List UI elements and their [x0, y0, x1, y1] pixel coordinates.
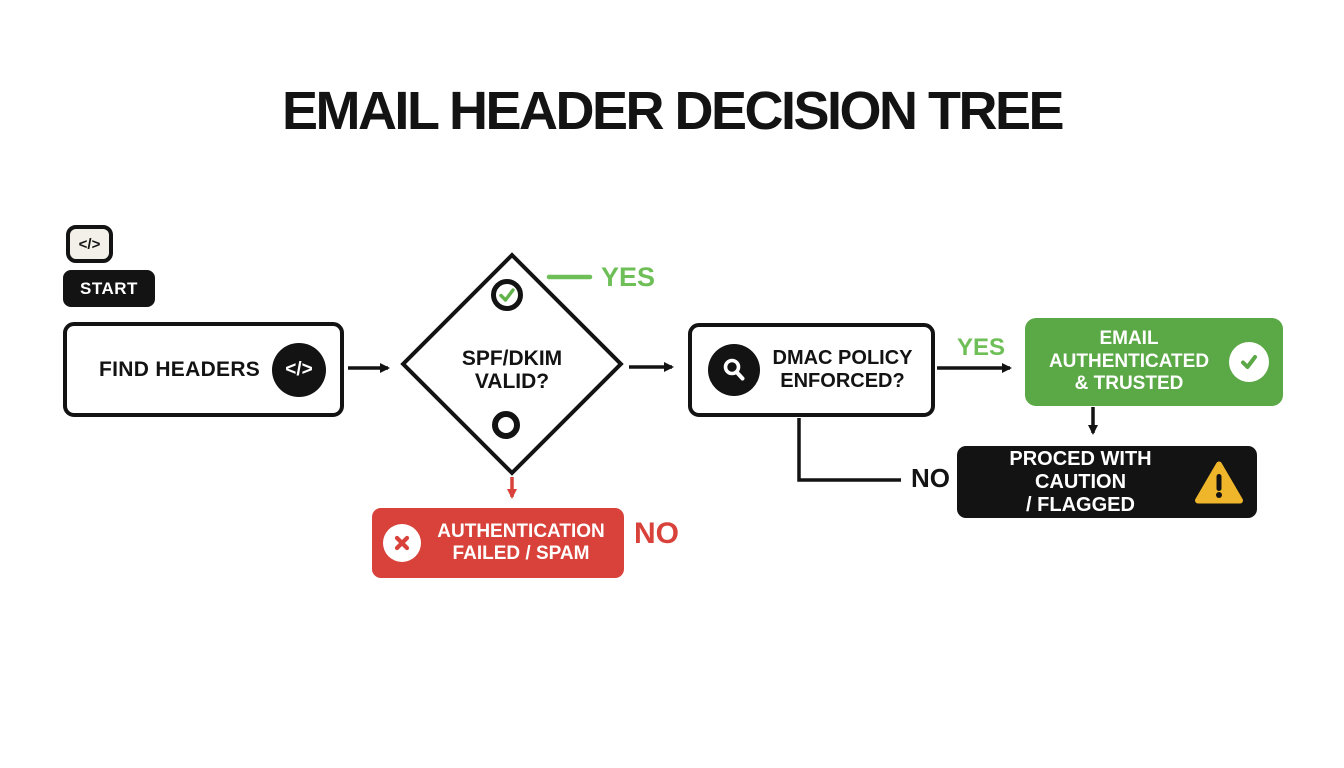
node-dmac-policy: DMAC POLICY ENFORCED?: [688, 323, 935, 417]
no-label-spf: NO: [634, 517, 679, 550]
search-icon: [723, 358, 745, 381]
node-failed: AUTHENTICATION FAILED / SPAM: [372, 508, 624, 578]
node-authenticated: EMAIL AUTHENTICATED & TRUSTED: [1025, 318, 1283, 406]
magnifier-circle-icon: [708, 344, 760, 396]
checkmark-icon: [499, 288, 515, 302]
node-spf-dkim: SPF/DKIM VALID?: [422, 347, 602, 393]
start-badge: START: [63, 270, 155, 307]
node-caution: PROCED WITH CAUTION / FLAGGED: [957, 446, 1257, 518]
no-label-dmac: NO: [911, 463, 950, 493]
check-white-circle-icon: [1229, 342, 1269, 382]
empty-circle-icon: [492, 411, 520, 439]
start-label: START: [80, 278, 138, 298]
yes-label-dmac: YES: [957, 334, 1006, 361]
authenticated-label: EMAIL AUTHENTICATED & TRUSTED: [1048, 328, 1210, 395]
code-icon: </>: [78, 235, 101, 253]
checkmark-icon: [1241, 355, 1257, 369]
code-circle-icon: </>: [272, 342, 326, 397]
cross-white-circle-icon: [383, 524, 421, 562]
dmac-policy-label: DMAC POLICY ENFORCED?: [772, 347, 913, 392]
code-icon-badge: </>: [66, 225, 113, 263]
spf-dkim-line1: SPF/DKIM: [461, 347, 563, 370]
failed-label: AUTHENTICATION FAILED / SPAM: [437, 520, 605, 564]
cross-icon: [394, 535, 410, 551]
warning-triangle-icon: [1194, 460, 1244, 505]
caution-label: PROCED WITH CAUTION / FLAGGED: [1009, 447, 1152, 516]
page-title: EMAIL HEADER DECISION TREE: [281, 81, 1065, 141]
check-circle-icon: [491, 279, 523, 311]
yes-label-spf: YES: [601, 262, 656, 292]
find-headers-label: FIND HEADERS: [99, 357, 261, 381]
node-find-headers: FIND HEADERS </>: [63, 322, 344, 417]
spf-dkim-line2: VALID?: [474, 370, 550, 394]
